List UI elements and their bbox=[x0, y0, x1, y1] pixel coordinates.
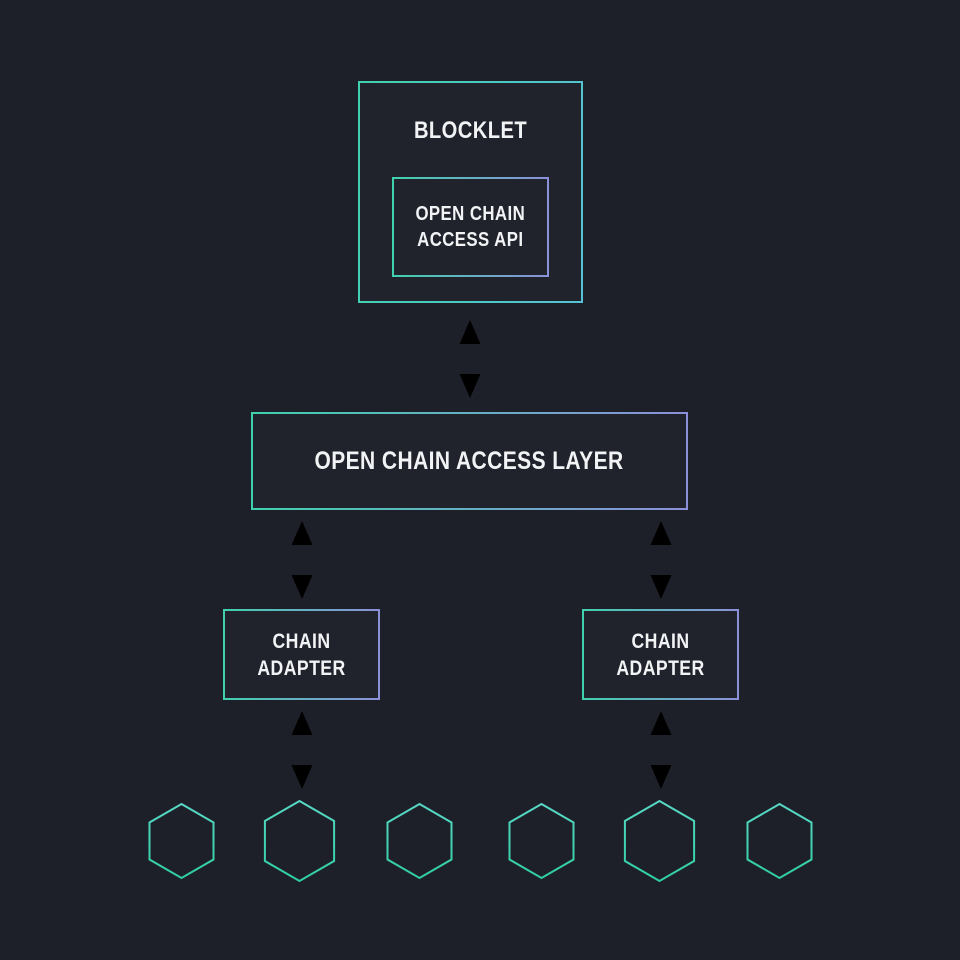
blockchain-hexagon-network-left-icon bbox=[148, 800, 453, 882]
double-arrow-icon bbox=[291, 711, 313, 789]
open-chain-access-api-line1: OPEN CHAIN bbox=[415, 203, 526, 225]
blocklet-box-fill: BLOCKLET OPEN CHAIN ACCESS API bbox=[360, 83, 581, 301]
open-chain-access-layer-box-fill: OPEN CHAIN ACCESS LAYER bbox=[253, 414, 686, 508]
chain-adapter-right-box-fill: CHAIN ADAPTER bbox=[584, 611, 737, 698]
chain-adapter-left-box-fill: CHAIN ADAPTER bbox=[225, 611, 378, 698]
blocklet-label: BLOCKLET bbox=[413, 117, 528, 144]
chain-adapter-right-box: CHAIN ADAPTER bbox=[582, 609, 739, 700]
chain-adapter-right-label: CHAIN ADAPTER bbox=[616, 628, 704, 682]
chain-adapter-left-line2: ADAPTER bbox=[257, 656, 346, 680]
open-chain-access-api-label: OPEN CHAIN ACCESS API bbox=[416, 201, 526, 253]
double-arrow-icon bbox=[650, 521, 672, 599]
chain-adapter-left-label: CHAIN ADAPTER bbox=[257, 628, 345, 682]
open-chain-access-api-line2: ACCESS API bbox=[417, 229, 524, 251]
open-chain-access-layer-box: OPEN CHAIN ACCESS LAYER bbox=[251, 412, 688, 510]
double-arrow-icon bbox=[459, 320, 481, 398]
double-arrow-icon bbox=[650, 711, 672, 789]
open-chain-access-api-box-fill: OPEN CHAIN ACCESS API bbox=[394, 179, 547, 275]
double-arrow-icon bbox=[291, 521, 313, 599]
blocklet-box: BLOCKLET OPEN CHAIN ACCESS API bbox=[358, 81, 583, 303]
open-chain-access-layer-label: OPEN CHAIN ACCESS LAYER bbox=[314, 446, 625, 475]
blockchain-hexagon-network-right-icon bbox=[508, 800, 813, 882]
chain-adapter-right-line1: CHAIN bbox=[631, 629, 690, 653]
open-chain-access-api-box: OPEN CHAIN ACCESS API bbox=[392, 177, 549, 277]
chain-adapter-left-box: CHAIN ADAPTER bbox=[223, 609, 380, 700]
chain-adapter-right-line2: ADAPTER bbox=[616, 656, 705, 680]
chain-adapter-left-line1: CHAIN bbox=[272, 629, 331, 653]
